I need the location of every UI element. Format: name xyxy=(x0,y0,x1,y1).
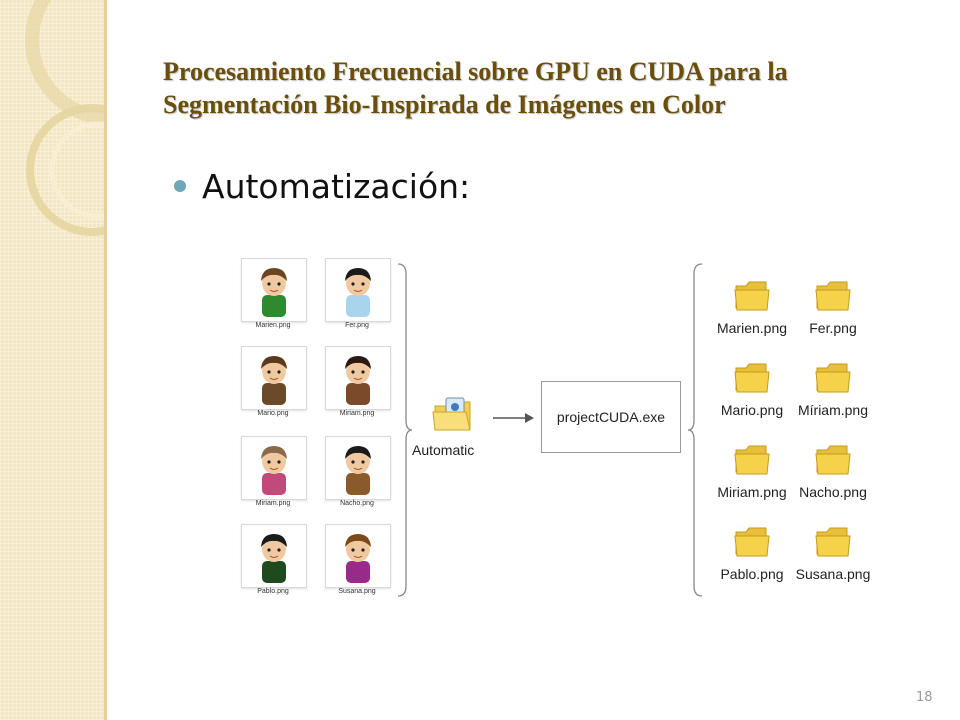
title-line-2: Segmentación Bio-Inspirada de Imágenes e… xyxy=(163,90,726,119)
arrow-icon xyxy=(493,413,534,423)
avatar-icon xyxy=(345,446,371,495)
right-brace xyxy=(688,263,703,597)
output-file-label: Nacho.png xyxy=(799,484,867,500)
folder-icon xyxy=(734,444,770,481)
input-image-label: Susana.png xyxy=(338,588,376,595)
output-folder-icon xyxy=(734,445,770,475)
bullet-dot-icon xyxy=(174,180,186,192)
input-image-label: Miriam.png xyxy=(255,500,291,507)
input-image-label: Fer.png xyxy=(345,322,369,329)
page-number: 18 xyxy=(916,690,933,705)
input-image-label: Miriam.png xyxy=(339,410,375,417)
output-file-label: Susana.png xyxy=(795,566,871,582)
avatar-icon xyxy=(261,268,287,317)
input-image-thumbnail xyxy=(325,524,391,588)
bullet-text: Automatización: xyxy=(202,166,471,206)
input-image-thumbnail xyxy=(325,346,391,410)
folder-icon xyxy=(734,526,770,563)
avatar-icon xyxy=(261,446,287,495)
automatic-folder-icon xyxy=(432,397,471,431)
output-file-label: Fer.png xyxy=(809,320,857,336)
folder-icon xyxy=(815,362,851,399)
input-image-label: Nacho.png xyxy=(340,500,374,507)
input-image-thumbnail xyxy=(241,258,307,322)
decorative-side-band xyxy=(0,0,107,720)
folder-icon xyxy=(734,362,770,399)
input-image-thumbnail xyxy=(325,258,391,322)
input-image-thumbnail xyxy=(241,524,307,588)
folder-icon xyxy=(815,444,851,481)
avatar-icon xyxy=(345,356,371,405)
output-folder-icon xyxy=(815,281,851,311)
program-box: projectCUDA.exe xyxy=(541,381,681,453)
output-folder-icon xyxy=(734,527,770,557)
avatar-icon xyxy=(261,356,287,405)
input-image-label: Mario.png xyxy=(257,410,289,417)
output-file-label: Pablo.png xyxy=(720,566,784,582)
slide-title: Procesamiento Frecuencial sobre GPU en C… xyxy=(163,55,943,121)
input-image-thumbnail xyxy=(241,436,307,500)
input-image-thumbnail xyxy=(325,436,391,500)
decorative-circles xyxy=(25,0,104,236)
program-label: projectCUDA.exe xyxy=(556,409,666,425)
avatar-icon xyxy=(345,268,371,317)
output-file-label: Miriam.png xyxy=(717,484,787,500)
folder-icon xyxy=(734,280,770,317)
input-image-thumbnail xyxy=(241,346,307,410)
folder-icon xyxy=(815,280,851,317)
input-image-label: Pablo.png xyxy=(257,588,289,595)
output-file-label: Mario.png xyxy=(720,402,784,418)
output-file-label: Marien.png xyxy=(716,320,788,336)
output-folder-icon xyxy=(734,281,770,311)
left-brace xyxy=(397,263,412,597)
output-folder-icon xyxy=(815,363,851,393)
bullet-item: Automatización: xyxy=(174,158,470,214)
output-file-label: Míriam.png xyxy=(797,402,869,418)
output-folder-icon xyxy=(734,363,770,393)
avatar-icon xyxy=(345,534,371,583)
automatic-label: Automatic xyxy=(412,442,475,458)
folder-icon xyxy=(815,526,851,563)
title-line-1: Procesamiento Frecuencial sobre GPU en C… xyxy=(163,57,788,86)
avatar-icon xyxy=(261,534,287,583)
input-image-label: Marien.png xyxy=(255,322,291,329)
output-folder-icon xyxy=(815,445,851,475)
output-folder-icon xyxy=(815,527,851,557)
